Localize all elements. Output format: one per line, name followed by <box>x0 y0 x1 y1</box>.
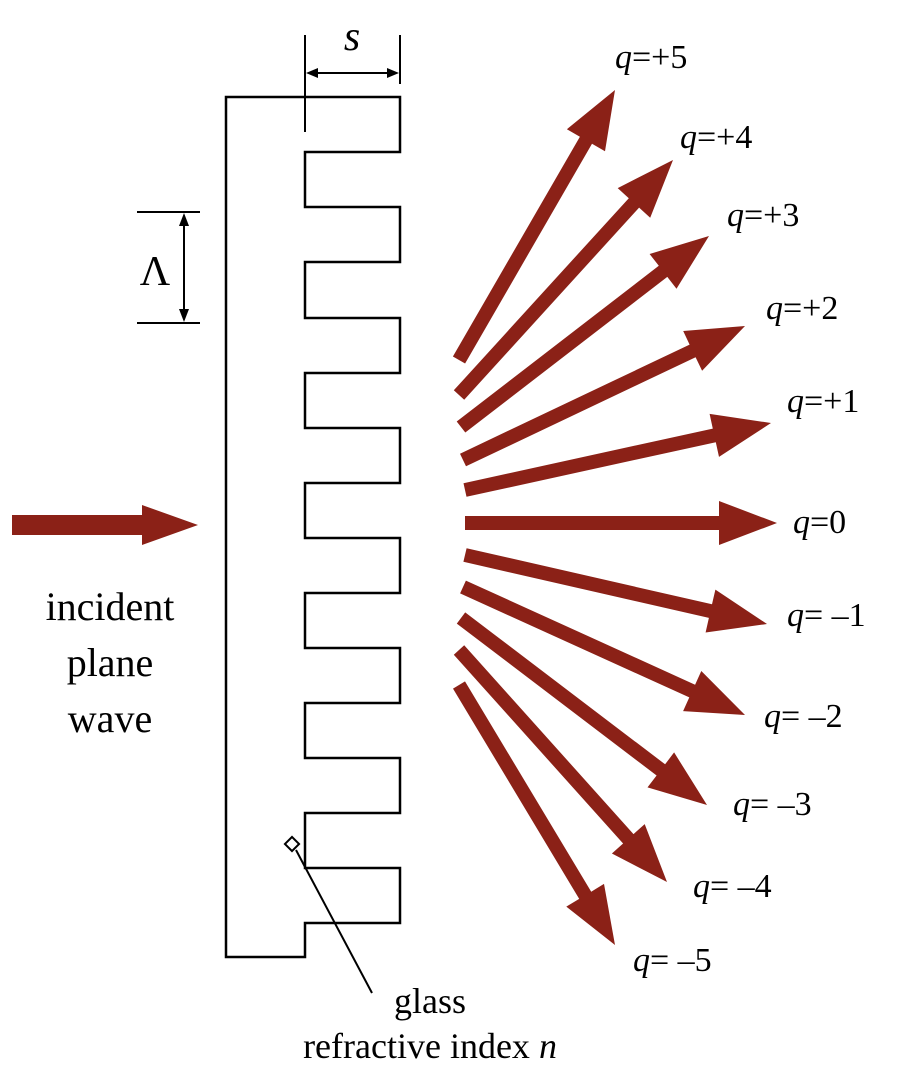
order-label-8: q= –3 <box>733 786 812 823</box>
incident-label-line1: incident <box>46 584 175 629</box>
order-arrow-4 <box>463 413 771 497</box>
order-arrow-10 <box>453 681 615 945</box>
order-label-4: q=+1 <box>787 383 859 420</box>
order-label-9: q= –4 <box>693 868 772 905</box>
depth-dimension <box>304 35 401 132</box>
glass-label-line2: refractive index n <box>303 1026 557 1066</box>
order-label-3: q=+2 <box>766 290 838 327</box>
order-arrow-5 <box>465 501 777 545</box>
order-arrow-9 <box>453 645 667 882</box>
order-arrow-2 <box>456 236 709 433</box>
incident-arrow <box>12 505 198 545</box>
order-arrow-3 <box>460 326 745 467</box>
grating-outline <box>224 95 402 959</box>
glass-marker <box>283 835 301 853</box>
order-arrow-1 <box>453 160 673 400</box>
depth-label: s <box>344 14 360 60</box>
incident-label-line2: plane <box>67 640 154 685</box>
order-label-1: q=+4 <box>680 119 752 156</box>
order-label-5: q=0 <box>793 504 846 541</box>
order-label-2: q=+3 <box>727 197 799 234</box>
order-label-7: q= –2 <box>764 698 843 735</box>
period-label: Λ <box>140 249 171 295</box>
glass-leader-line <box>295 849 373 994</box>
glass-label-line1: glass <box>394 981 466 1021</box>
order-arrow-8 <box>456 612 707 805</box>
diffraction-order-arrows <box>452 90 777 945</box>
order-label-6: q= –1 <box>787 597 866 634</box>
order-arrow-6 <box>463 548 767 633</box>
order-arrow-7 <box>460 580 745 715</box>
order-label-0: q=+5 <box>615 39 687 76</box>
period-dimension <box>137 211 200 324</box>
incident-arrow-shape <box>12 505 198 545</box>
order-label-10: q= –5 <box>633 942 712 979</box>
order-arrow-0 <box>452 90 615 364</box>
incident-label-line3: wave <box>68 696 152 741</box>
diffraction-order-labels: q=+5 q=+4 q=+3 q=+2 q=+1 q=0 q= –1 q= –2 q= –3 q=… <box>615 39 866 979</box>
